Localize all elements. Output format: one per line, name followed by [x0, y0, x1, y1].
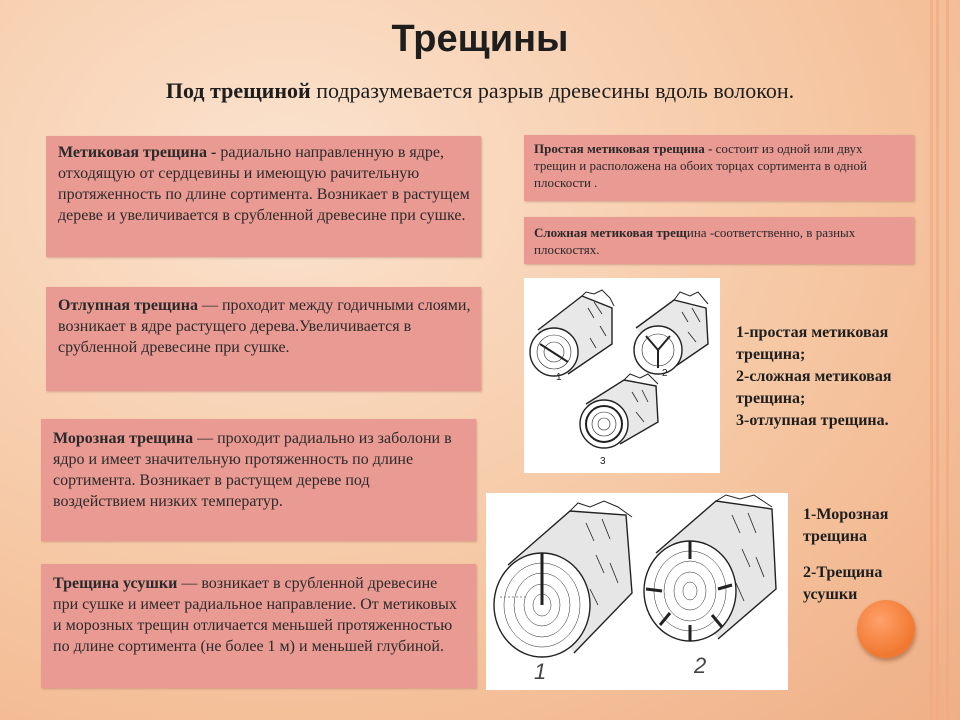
box-slozhnaya-term: Сложная метиковая трещ: [534, 225, 687, 240]
figure2-caption-line: 2-Трещина: [803, 564, 883, 581]
logs-illustration: [529, 289, 709, 449]
box-usush-text: — возникает в срубленной древесине при с…: [53, 575, 457, 655]
figure2-caption-line: 1-Морозная: [803, 506, 889, 523]
box-prostaya: Простая метиковая трещина - состоит из о…: [524, 135, 914, 201]
figure2-caption-line: [803, 548, 923, 562]
decor-circle: [857, 600, 915, 658]
log-label-2: 2: [662, 368, 668, 379]
figure1-caption-line: 3-отлупная трещина.: [736, 412, 889, 429]
box-metik-text: радиально направленную в ядре, отходящую…: [58, 144, 470, 224]
box-otlup-term: Отлупная трещина: [58, 297, 198, 314]
log-label-frost: 1: [534, 659, 547, 684]
figure1-caption-line: трещина;: [736, 390, 806, 407]
box-prostaya-term: Простая метиковая трещина -: [534, 141, 713, 156]
box-moroz-text: — проходит радиально из заболони в ядро …: [53, 430, 452, 510]
box-usush: Трещина усушки — возникает в срубленной …: [41, 564, 476, 688]
box-otlup-text: — проходит между годичными слоями, возни…: [58, 297, 471, 356]
subtitle-term: Под трещиной: [165, 78, 311, 103]
figure1-caption-line: 2-сложная метиковая: [736, 368, 892, 385]
box-prostaya-text: состоит из одной или двух трещин и распо…: [534, 141, 867, 190]
frost-shrinkage-illustration: [493, 494, 777, 658]
box-moroz: Морозная трещина — проходит радиально из…: [41, 419, 476, 541]
figure2-caption-line: усушки: [803, 586, 858, 603]
box-slozhnaya: Сложная метиковая трещина -соответственн…: [524, 217, 914, 264]
figure1-caption-line: 1-простая метиковая: [736, 324, 889, 341]
figure2-caption-line: трещина: [803, 528, 867, 545]
box-usush-term: Трещина усушки: [53, 575, 178, 592]
figure-frost-shrinkage: 1 2: [486, 493, 788, 690]
decor-stripe: [946, 0, 949, 720]
figure1-caption-line: трещина;: [736, 346, 806, 363]
log-label-3: 3: [600, 456, 606, 467]
decor-stripe: [930, 0, 933, 720]
decor-stripe: [936, 0, 939, 720]
figure-logs-cracks: 1 2 3: [524, 278, 720, 473]
slide-subtitle: Под трещиной подразумевается разрыв древ…: [0, 78, 960, 104]
box-moroz-term: Морозная трещина: [53, 430, 194, 447]
box-slozhnaya-text: ина -соответственно, в разных плоскостях…: [534, 225, 856, 257]
slide-title: Трещины: [391, 18, 569, 60]
figure1-caption: 1-простая метиковая трещина; 2-сложная м…: [736, 322, 926, 432]
box-metik: Метиковая трещина - радиально направленн…: [46, 136, 481, 257]
log-label-shrink: 2: [694, 653, 707, 678]
subtitle-text: подразумевается разрыв древесины вдоль в…: [310, 78, 795, 103]
figure2-caption: 1-Морозная трещина 2-Трещина усушки: [803, 504, 923, 606]
log-label-1: 1: [556, 372, 562, 383]
box-otlup: Отлупная трещина — проходит между годичн…: [46, 287, 481, 391]
box-metik-term: Метиковая трещина -: [58, 144, 217, 161]
